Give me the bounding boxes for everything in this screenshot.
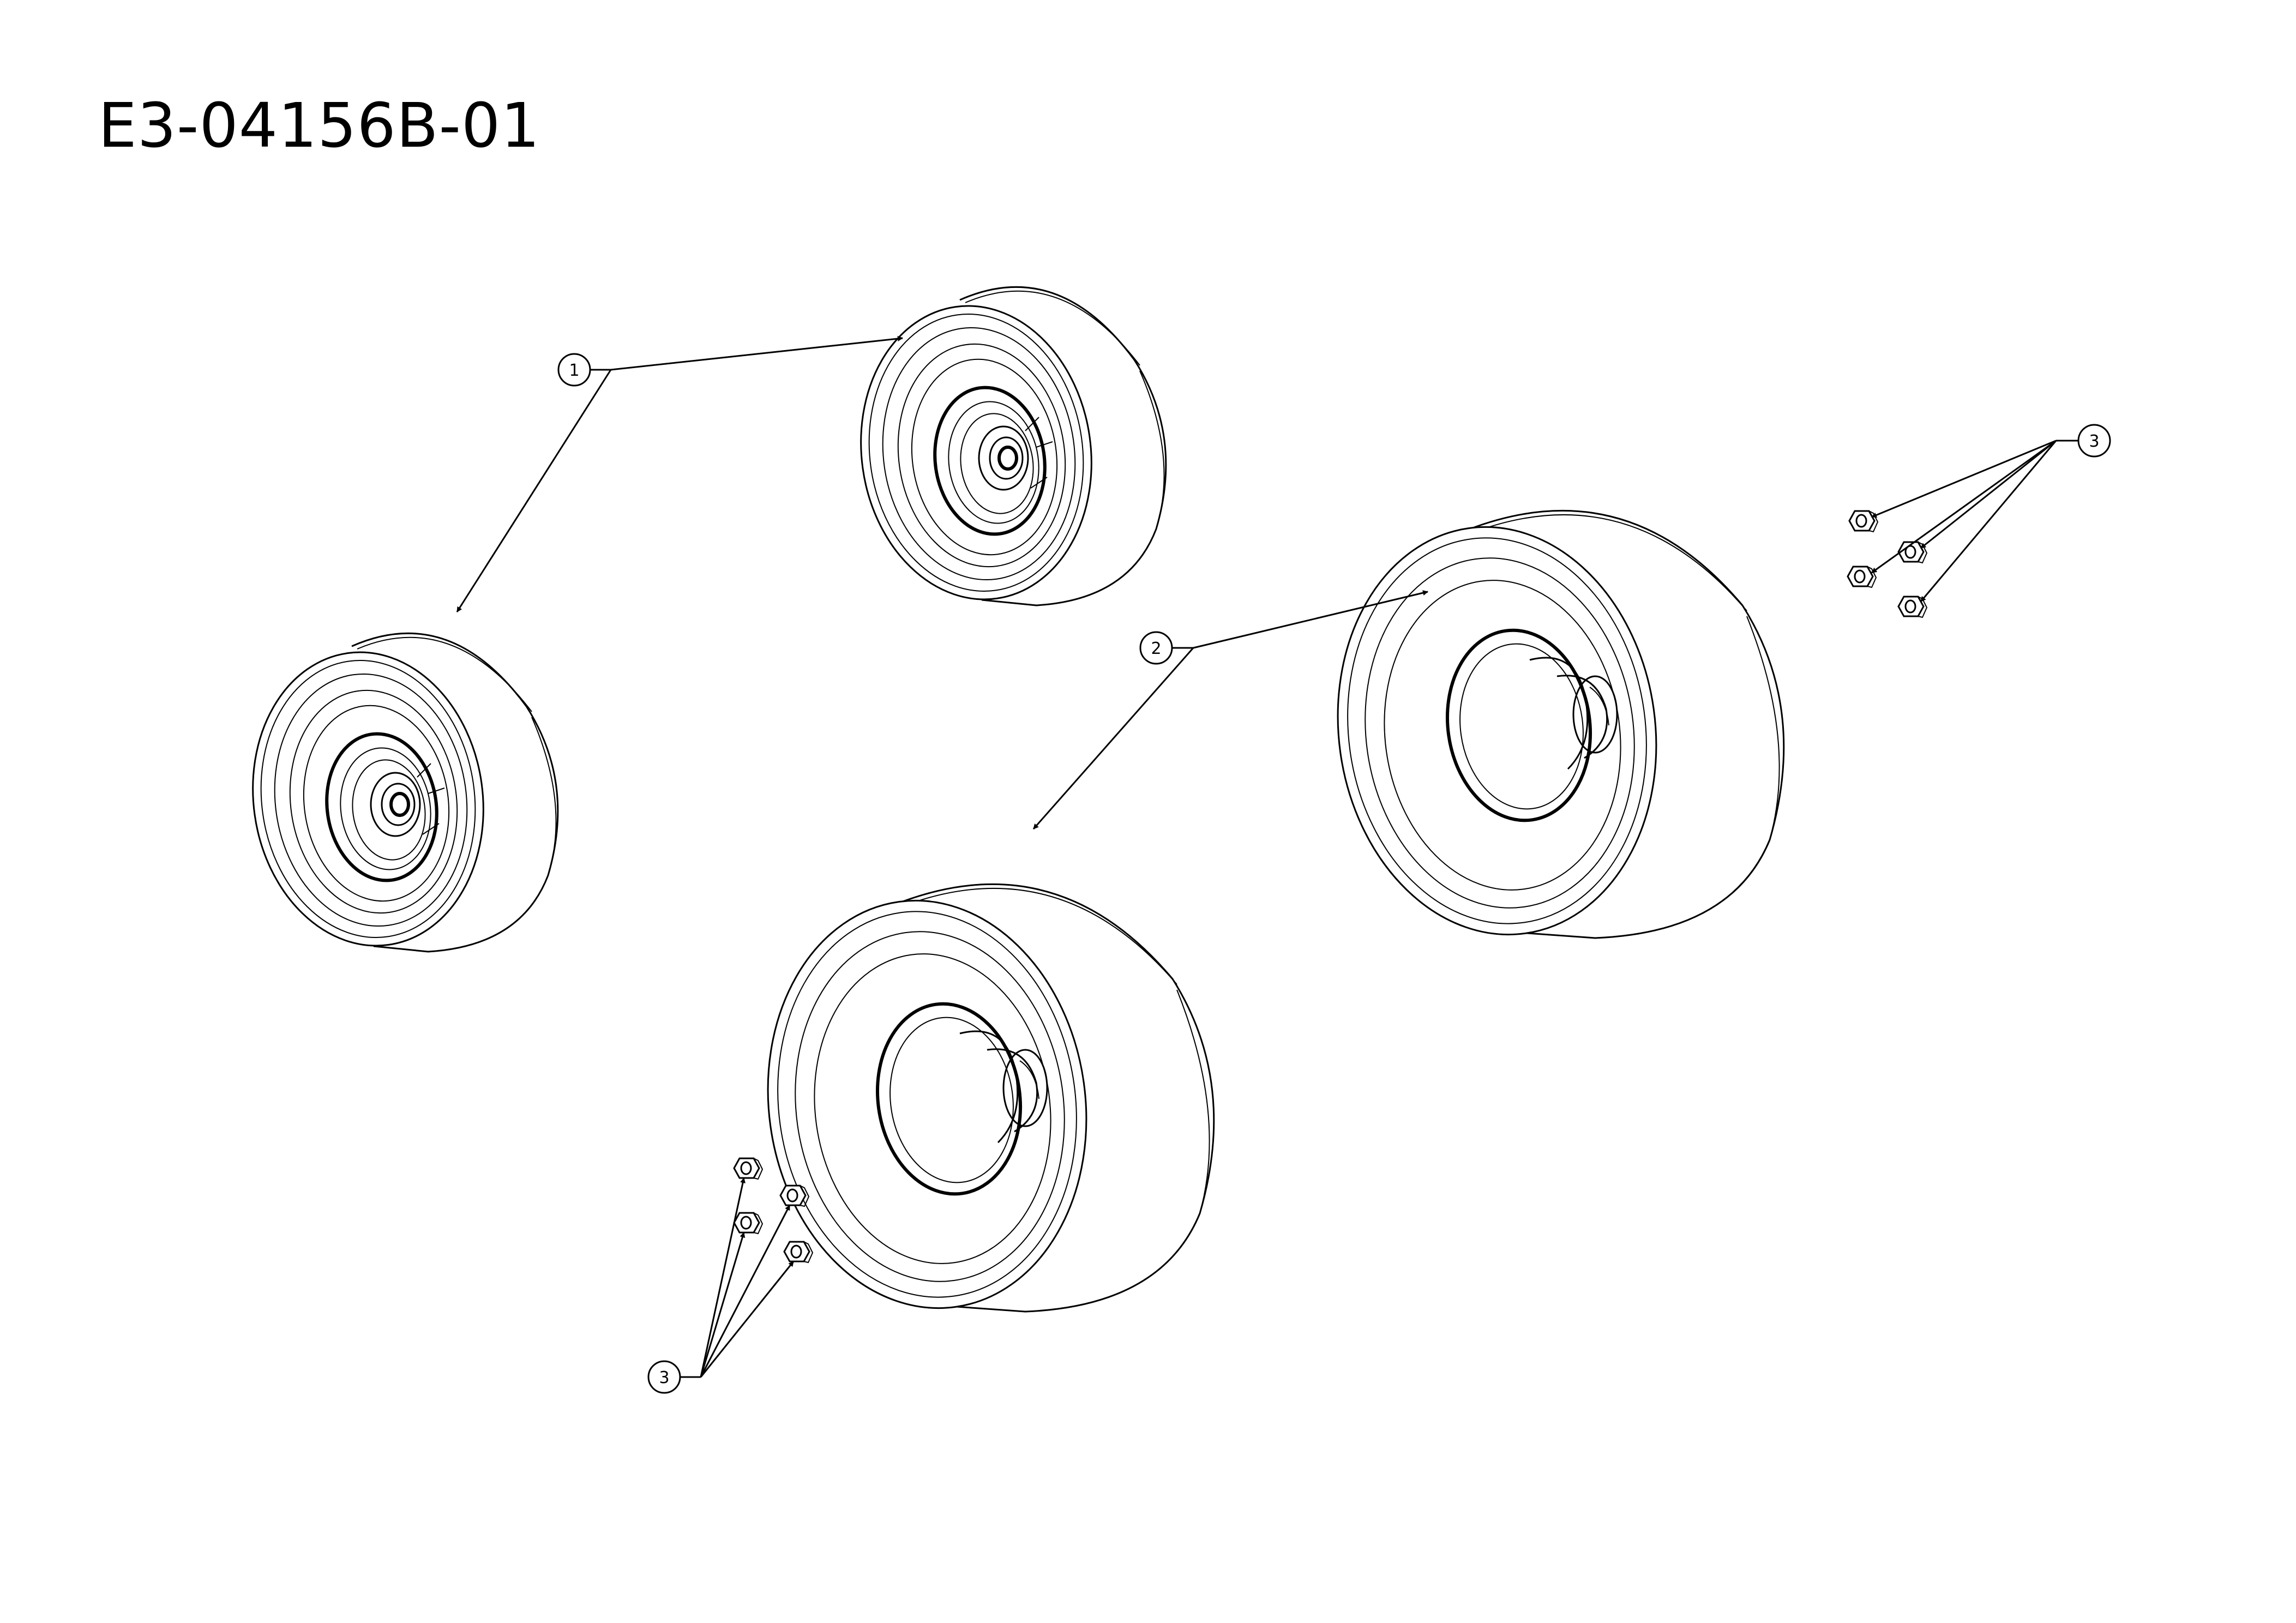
drawing-number: E3-04156B-01 (98, 91, 540, 161)
rear-wheel-icon (1312, 506, 1784, 955)
front-wheel-icon (234, 633, 557, 960)
lug-nut-icon (783, 1241, 814, 1264)
callout-3-left: 3 (647, 1360, 701, 1394)
lug-nut-icon (1897, 541, 1928, 564)
leader-lines-1 (456, 335, 903, 612)
leader-lines-2 (1032, 590, 1428, 829)
lug-nut-group-right (1847, 510, 1928, 618)
callout-2-label: 2 (1151, 639, 1161, 658)
lug-nut-icon (733, 1212, 764, 1235)
rear-wheel-icon (742, 880, 1214, 1329)
leader-lines-3-left (700, 1177, 795, 1378)
lug-nut-icon (733, 1157, 764, 1180)
callout-3-right: 3 (2056, 424, 2111, 458)
callout-1: 1 (557, 353, 611, 387)
front-wheel-icon (842, 287, 1165, 614)
callout-1-label: 1 (569, 361, 579, 380)
lug-nut-icon (1848, 510, 1879, 533)
callout-3-right-label: 3 (2089, 432, 2099, 451)
callout-2: 2 (1139, 631, 1193, 665)
lug-nut-icon (1847, 566, 1877, 588)
callout-3-left-label: 3 (659, 1368, 669, 1387)
leader-lines-3-right (1871, 440, 2057, 602)
